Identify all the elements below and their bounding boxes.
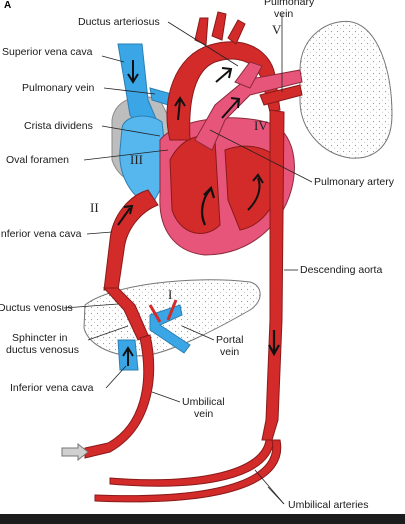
svc-arrow-1: [127, 60, 139, 84]
arch-arrow: [215, 67, 233, 83]
label-crista-dividens: Crista dividens: [24, 120, 93, 132]
panel-letter: A: [4, 0, 12, 11]
leader-portal-vein: [181, 325, 215, 341]
label-umbilical-arteries: Umbilical arteries: [288, 499, 369, 511]
label-portal-vein-2: vein: [220, 346, 240, 358]
label-sphincter-1: Sphincter in: [12, 332, 68, 344]
label-inferior-vena-cava-lower: Inferior vena cava: [10, 382, 94, 394]
lung-right: [299, 20, 393, 159]
numeral-iv: IV: [254, 118, 268, 133]
rv-arrow: [247, 173, 264, 211]
inferior-vena-cava-vessel: [103, 189, 159, 291]
umbilical-artery-2: [94, 439, 282, 503]
label-pulmonary-vein-left: Pulmonary vein: [22, 82, 95, 94]
left-ventricle-arrow: [201, 185, 216, 226]
inflow-arrow: [61, 442, 89, 462]
leader-ductus-arteriosus: [167, 21, 239, 67]
numeral-v: V: [272, 22, 282, 37]
label-ductus-venosus: Ductus venosus: [0, 302, 73, 314]
label-descending-aorta: Descending aorta: [300, 264, 383, 276]
label-ductus-arteriosus: Ductus arteriosus: [78, 16, 160, 28]
label-superior-vena-cava: Superior vena cava: [2, 46, 93, 58]
ivc-lower-arrow: [122, 346, 134, 366]
ductus-venosus-vessel: [102, 287, 149, 341]
leader-crista-dividens: [101, 125, 161, 137]
label-sphincter-2: ductus venosus: [6, 344, 79, 356]
numeral-iii: III: [130, 152, 143, 167]
numeral-i: I: [168, 287, 173, 302]
aortic-branches: [194, 11, 246, 46]
label-pulmonary-vein-top-2: vein: [274, 8, 294, 20]
hepatic-vessels: [148, 299, 178, 323]
pulmonary-vein-top-vessel: [259, 84, 303, 106]
leader-superior-vena-cava: [101, 55, 125, 63]
label-oval-foramen: Oval foramen: [6, 154, 70, 166]
leader-pulmonary-vein-left: [103, 87, 156, 95]
portal-vein-vessel: [149, 304, 191, 354]
left-heart: [169, 135, 221, 234]
pa-arrow: [221, 97, 241, 119]
aorta-arrow: [268, 330, 280, 357]
numeral-ii: II: [90, 200, 99, 215]
leader-umbilical-arteries-2: [267, 486, 285, 505]
label-umbilical-vein-1: Umbilical: [182, 396, 225, 408]
ivc-arrow: [117, 204, 134, 226]
label-pulmonary-vein-top-1: Pulmonary: [264, 0, 315, 8]
leader-sphincter: [87, 325, 129, 341]
lv-top-arrow: [174, 96, 186, 121]
label-pulmonary-artery: Pulmonary artery: [314, 176, 394, 188]
label-portal-vein-1: Portal: [216, 334, 244, 346]
leader-ivc-lower: [105, 365, 127, 389]
label-inferior-vena-cava-upper: Inferior vena cava: [0, 228, 82, 240]
leader-pulmonary-artery: [209, 129, 313, 183]
leader-oval-foramen: [83, 149, 169, 161]
leader-ductus-venosus: [63, 303, 119, 309]
umbilical-vein-vessel: [84, 334, 155, 459]
bottom-bar: [0, 514, 405, 524]
leader-umbilical-vein: [151, 391, 181, 403]
leader-ivc-upper: [86, 231, 113, 235]
umbilical-artery-1: [109, 439, 275, 487]
ductus-arteriosus-vessel: [234, 61, 263, 89]
leader-lines: [63, 14, 313, 505]
label-umbilical-vein-2: vein: [194, 408, 214, 420]
